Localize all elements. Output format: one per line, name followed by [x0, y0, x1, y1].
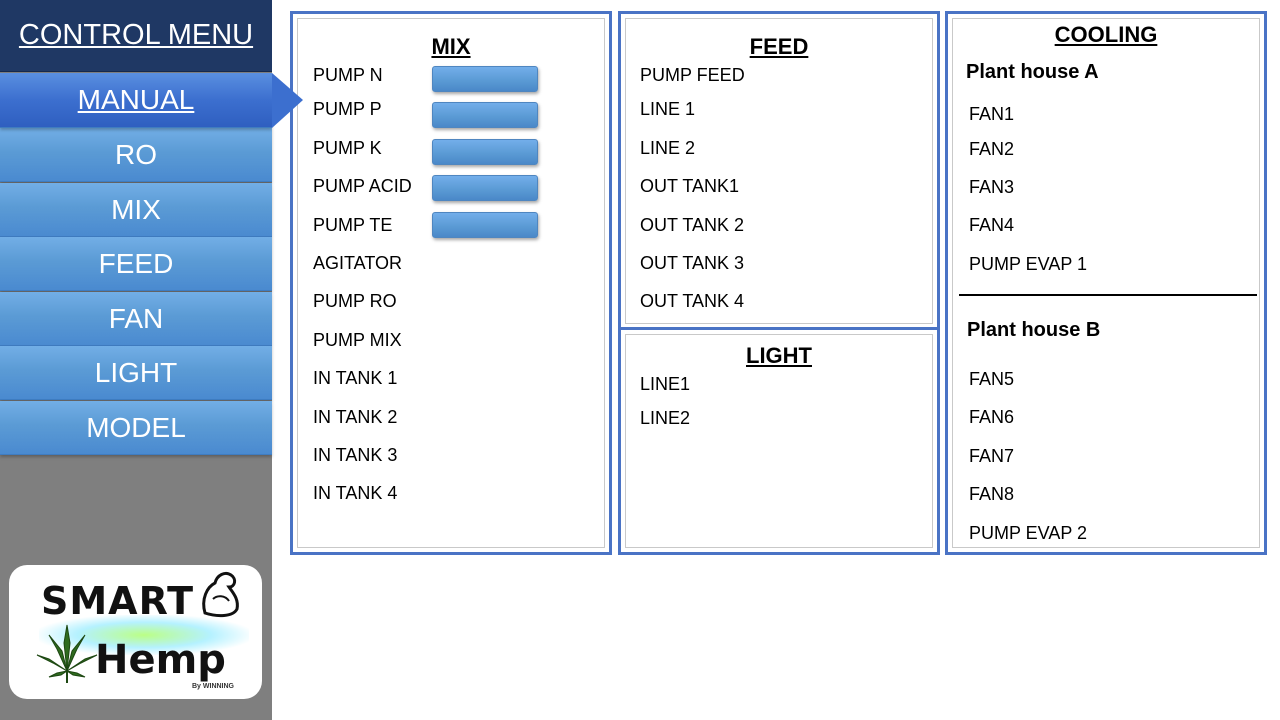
light-panel-inner — [625, 334, 933, 548]
mix-row-in-tank-2: IN TANK 2 — [313, 407, 398, 427]
nav-item-ro[interactable]: RO — [0, 128, 272, 182]
feed-panel-inner — [625, 18, 933, 324]
pump-n-button[interactable] — [432, 66, 538, 92]
cooling-row-fan5: FAN5 — [969, 369, 1015, 389]
pump-p-button[interactable] — [432, 102, 538, 128]
pump-te-button[interactable] — [432, 212, 538, 238]
plant-house-divider — [959, 294, 1257, 296]
nav-item-light[interactable]: LIGHT — [0, 346, 272, 400]
mix-row-in-tank-4: IN TANK 4 — [313, 483, 398, 503]
mix-row-in-tank-3: IN TANK 3 — [313, 445, 398, 465]
smart-hemp-logo: SMART Hemp By WINNING — [9, 565, 262, 699]
flexed-arm-icon — [202, 571, 239, 618]
nav-item-manual[interactable]: MANUAL — [0, 73, 272, 128]
mix-row-pump-te: PUMP TE — [313, 215, 393, 235]
mix-row-pump-acid: PUMP ACID — [313, 176, 412, 196]
logo-text-smart: SMART — [41, 579, 195, 623]
nav-item-mix[interactable]: MIX — [0, 183, 272, 237]
mix-panel-title: MIX — [431, 34, 471, 59]
feed-row-out-tank-1: OUT TANK1 — [640, 176, 740, 196]
feed-row-pump-feed: PUMP FEED — [640, 65, 745, 85]
mix-row-pump-mix: PUMP MIX — [313, 330, 402, 350]
mix-row-in-tank-1: IN TANK 1 — [313, 368, 398, 388]
cooling-panel-title: COOLING — [1054, 22, 1158, 47]
sidebar: CONTROL MENU MANUAL RO MIX FEED FAN LIGH… — [0, 0, 303, 720]
pump-k-button[interactable] — [432, 139, 538, 165]
feed-row-out-tank-3: OUT TANK 3 — [640, 253, 745, 273]
light-panel-title: LIGHT — [746, 343, 812, 368]
feed-row-out-tank-2: OUT TANK 2 — [640, 215, 745, 235]
feed-panel: FEED PUMP FEED LINE 1 LINE 2 OUT TANK1 O… — [618, 11, 940, 331]
mix-panel-inner — [297, 18, 605, 548]
nav-item-fan[interactable]: FAN — [0, 292, 272, 346]
cooling-row-fan1: FAN1 — [969, 104, 1015, 124]
feed-panel-title: FEED — [749, 34, 809, 59]
light-panel: LIGHT LINE1 LINE2 — [618, 327, 940, 555]
cooling-row-pump-evap-2: PUMP EVAP 2 — [969, 523, 1088, 543]
cooling-row-fan3: FAN3 — [969, 177, 1015, 197]
nav-item-model[interactable]: MODEL — [0, 401, 272, 455]
cooling-row-fan2: FAN2 — [969, 139, 1015, 159]
control-menu-title[interactable]: CONTROL MENU — [0, 0, 272, 72]
cooling-row-fan7: FAN7 — [969, 446, 1015, 466]
cooling-row-pump-evap-1: PUMP EVAP 1 — [969, 254, 1088, 274]
feed-row-out-tank-4: OUT TANK 4 — [640, 291, 745, 311]
mix-row-pump-k: PUMP K — [313, 138, 382, 158]
feed-row-line-2: LINE 2 — [640, 138, 696, 158]
cooling-row-fan6: FAN6 — [969, 407, 1015, 427]
mix-row-pump-p: PUMP P — [313, 99, 382, 119]
hemp-leaf-icon — [36, 624, 98, 683]
light-row-line1: LINE1 — [640, 374, 691, 394]
plant-house-a-title: Plant house A — [966, 61, 1099, 83]
cooling-row-fan8: FAN8 — [969, 484, 1015, 504]
cooling-row-fan4: FAN4 — [969, 215, 1015, 235]
nav-item-feed[interactable]: FEED — [0, 237, 272, 291]
logo-byline: By WINNING — [192, 683, 234, 690]
cooling-panel: COOLING Plant house A FAN1 FAN2 FAN3 FAN… — [945, 11, 1267, 555]
mix-row-agitator: AGITATOR — [313, 253, 403, 273]
mix-row-pump-n: PUMP N — [313, 65, 383, 85]
pump-acid-button[interactable] — [432, 175, 538, 201]
feed-row-line-1: LINE 1 — [640, 99, 696, 119]
active-indicator-arrow — [272, 73, 303, 128]
plant-house-b-title: Plant house B — [967, 319, 1101, 341]
cooling-panel-inner — [952, 18, 1260, 548]
light-row-line2: LINE2 — [640, 408, 691, 428]
logo-text-hemp: Hemp — [95, 637, 226, 683]
mix-row-pump-ro: PUMP RO — [313, 291, 397, 311]
mix-panel: MIX PUMP N PUMP P PUMP K PUMP ACID PUMP … — [290, 11, 612, 555]
